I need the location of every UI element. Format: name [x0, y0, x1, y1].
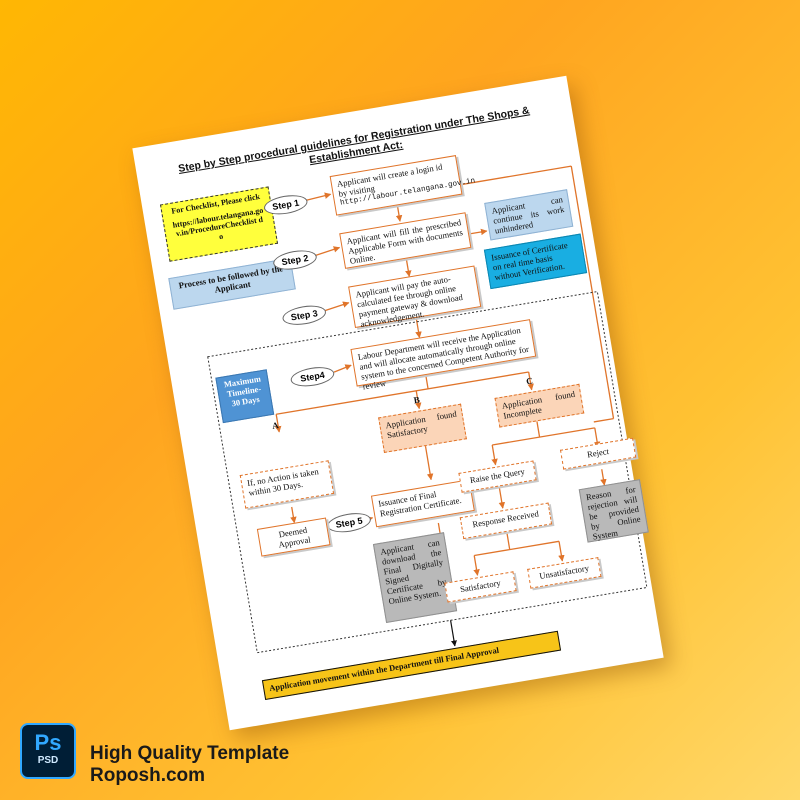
- max-timeline-text: Maximum Timeline- 30 Days: [223, 374, 262, 409]
- photoshop-logo: Ps PSD: [20, 723, 76, 779]
- reject-text: Reject: [586, 445, 610, 460]
- branding-line-1: High Quality Template: [90, 743, 290, 764]
- branch-c-label: C: [525, 375, 534, 387]
- raise-query-text: Raise the Query: [469, 466, 526, 486]
- flow-connectors: [207, 165, 648, 654]
- branch-a-label: A: [271, 420, 280, 432]
- max-timeline-box: Maximum Timeline- 30 Days: [215, 369, 275, 424]
- document-sheet: Step by Step procedural guidelines for R…: [132, 75, 664, 731]
- download-certificate-box: Applicant can download the Final Digital…: [372, 532, 458, 623]
- branding-text: High Quality Template Roposh.com: [90, 743, 289, 787]
- deemed-approval-text: Deemed Approval: [277, 524, 312, 550]
- issuance-final-text: Issuance of Final Registration Certifica…: [377, 489, 463, 519]
- rejection-reason-text: Reason for rejection will be provided by…: [585, 484, 642, 542]
- ps-logo-text: Ps: [34, 730, 62, 755]
- branding-line-2[interactable]: Roposh.com: [90, 765, 206, 786]
- rejection-reason-box: Reason for rejection will be provided by…: [578, 479, 649, 543]
- issuance-realtime-text: Issuance of Certificate on real time bas…: [490, 239, 569, 283]
- satisfactory-text: Satisfactory: [459, 577, 502, 595]
- psd-logo-text: PSD: [37, 755, 59, 766]
- unsatisfactory-text: Unsatisfactory: [538, 562, 590, 581]
- continue-work-text: Applicant can continue its work unhinder…: [490, 194, 566, 236]
- download-certificate-text: Applicant can download the Final Digital…: [379, 537, 447, 607]
